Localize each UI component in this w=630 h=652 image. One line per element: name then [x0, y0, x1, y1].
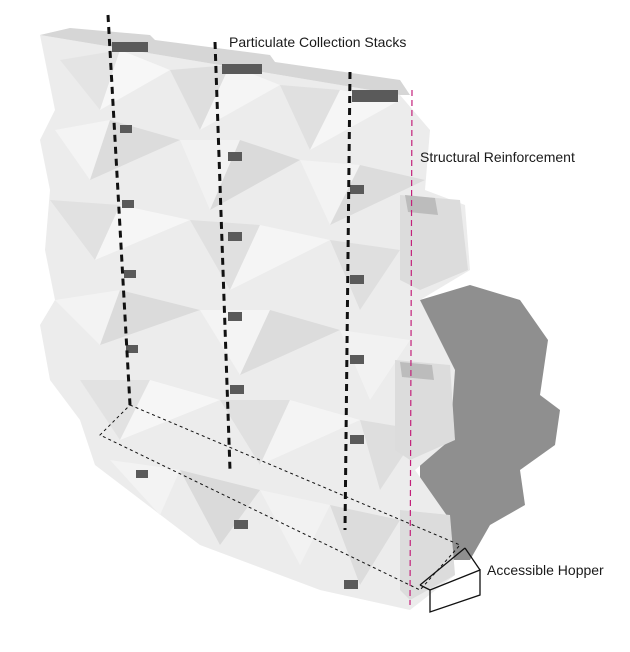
structural-reinforcement-label: Structural Reinforcement — [420, 149, 575, 165]
hopper-box — [419, 547, 481, 613]
stack-line-3 — [343, 71, 352, 531]
stack-line-1 — [106, 14, 132, 406]
collection-stack-lines — [106, 14, 352, 531]
cast-shadow — [420, 285, 560, 560]
hopper-outline — [99, 404, 461, 591]
accessible-hopper-label: Accessible Hopper — [487, 562, 604, 578]
structural-reinforcement-line — [409, 89, 413, 606]
wall-body — [40, 28, 470, 610]
vents — [112, 42, 398, 589]
particulate-collection-stacks-label: Particulate Collection Stacks — [229, 34, 407, 50]
